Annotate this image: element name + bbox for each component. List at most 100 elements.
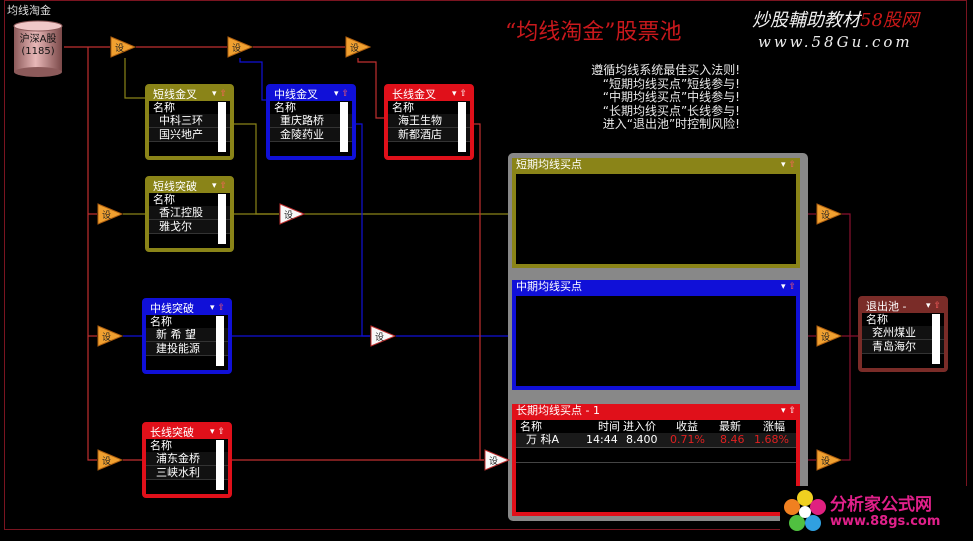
cell-latest: 8.46 <box>720 433 745 446</box>
short-cross-title: 短线金叉 <box>153 88 197 101</box>
short-break-panel[interactable]: 短线突破 ▾ ⇧ 名称 香江控股 雅戈尔 <box>145 176 234 252</box>
cell-entry: 8.400 <box>626 433 658 446</box>
set-node-exit-mid[interactable]: 设 <box>816 325 843 347</box>
set-node-mid-cross[interactable]: 设 <box>227 36 254 58</box>
filter-icon[interactable]: ▾ <box>452 89 457 99</box>
source-db-count: (1185) <box>21 46 55 57</box>
long-term-buy-pool[interactable]: 长期均线买点 - 1▾ ⇧ 名称 时间 进入价 收益 最新 涨幅 万 科A 14… <box>512 404 800 516</box>
short-cross-panel[interactable]: 短线金叉▾ ⇧ 名称 中科三环 国兴地产 <box>145 84 234 160</box>
watermark-logo: 分析家公式网 www.88gs.com <box>780 486 970 538</box>
mid-cross-title: 中线金叉 <box>274 88 318 101</box>
exit-pool-panel[interactable]: 退出池 -▾ ⇧ 名称 兖州煤业 青岛海尔 <box>858 296 948 372</box>
mid-cross-panel[interactable]: 中线金叉 ▾ ⇧ 名称 重庆路桥 金陵药业 <box>266 84 356 160</box>
up-arrow-icon[interactable]: ⇧ <box>459 89 467 99</box>
set-node-mid-break[interactable]: 设 <box>97 325 124 347</box>
list-item[interactable]: 香江控股 <box>149 206 230 220</box>
col-name[interactable]: 名称 <box>520 420 542 433</box>
column-header-name: 名称 <box>862 313 944 326</box>
list-item[interactable]: 青岛海尔 <box>862 340 944 354</box>
up-arrow-icon[interactable]: ⇧ <box>341 89 349 99</box>
list-item[interactable]: 中科三环 <box>149 114 230 128</box>
filter-icon[interactable]: ▾ <box>334 89 339 99</box>
col-time[interactable]: 时间 <box>598 420 620 433</box>
source-db-name: 沪深A股 <box>19 34 57 45</box>
long-pool-table[interactable]: 名称 时间 进入价 收益 最新 涨幅 万 科A 14:44 8.400 0.71… <box>516 420 796 512</box>
column-header-name: 名称 <box>270 101 352 114</box>
up-arrow-icon[interactable]: ⇧ <box>219 89 227 99</box>
up-arrow-icon[interactable]: ⇧ <box>217 427 225 437</box>
strategy-rules: 遵循均线系统最佳买入法则! “短期均线买点”短线参与! “中期均线买点”中线参与… <box>556 63 740 132</box>
scrollbar[interactable] <box>218 102 226 152</box>
logo-url: www.88gs.com <box>830 514 941 529</box>
long-break-panel[interactable]: 长线突破▾ ⇧ 名称 浦东金桥 三峡水利 <box>142 422 232 498</box>
filter-icon[interactable]: ▾ <box>781 406 786 416</box>
short-term-buy-pool[interactable]: 短期均线买点▾ ⇧ <box>512 158 800 268</box>
mid-pool-title: 中期均线买点 <box>516 280 582 293</box>
set-node-long-cross[interactable]: 设 <box>345 36 372 58</box>
scrollbar[interactable] <box>216 440 224 490</box>
up-arrow-icon[interactable]: ⇧ <box>788 282 796 292</box>
list-item[interactable]: 国兴地产 <box>149 128 230 142</box>
table-row[interactable]: 万 科A 14:44 8.400 0.71% 8.46 1.68% <box>516 433 796 448</box>
window-frame <box>4 0 967 530</box>
filter-icon[interactable]: ▾ <box>781 160 786 170</box>
column-header-name: 名称 <box>149 193 230 206</box>
list-item[interactable]: 新 希 望 <box>146 328 228 342</box>
col-latest[interactable]: 最新 <box>719 420 741 433</box>
window-title: 均线淘金 <box>7 4 51 17</box>
short-pool-list[interactable] <box>516 174 796 264</box>
filter-icon[interactable]: ▾ <box>212 89 217 99</box>
col-gain[interactable]: 收益 <box>676 420 698 433</box>
list-item[interactable]: 重庆路桥 <box>270 114 352 128</box>
list-item[interactable]: 海王生物 <box>388 114 470 128</box>
set-node-short-pool[interactable]: 设 <box>279 203 306 225</box>
set-node-exit-long[interactable]: 设 <box>816 449 843 471</box>
list-item[interactable]: 建投能源 <box>146 342 228 356</box>
cell-change: 1.68% <box>754 433 789 446</box>
filter-icon[interactable]: ▾ <box>212 181 217 191</box>
watermark-url: www.58Gu.com <box>758 33 913 51</box>
set-node-long-pool[interactable]: 设 <box>484 449 511 471</box>
short-break-title: 短线突破 <box>153 180 197 193</box>
mid-term-buy-pool[interactable]: 中期均线买点 ▾ ⇧ <box>512 280 800 390</box>
filter-icon[interactable]: ▾ <box>781 282 786 292</box>
table-row-empty <box>516 448 796 463</box>
up-arrow-icon[interactable]: ⇧ <box>788 160 796 170</box>
rule-line: “长期均线买点”长线参与! <box>602 103 740 118</box>
long-cross-panel[interactable]: 长线金叉▾ ⇧ 名称 海王生物 新都酒店 <box>384 84 474 160</box>
source-database-icon[interactable]: 沪深A股(1185) <box>12 20 64 78</box>
column-header-name: 名称 <box>146 315 228 328</box>
watermark-title: 炒股輔助教材58股网 <box>752 6 919 32</box>
long-cross-title: 长线金叉 <box>392 88 436 101</box>
col-change[interactable]: 涨幅 <box>763 420 785 433</box>
set-node-short-break[interactable]: 设 <box>97 203 124 225</box>
scrollbar[interactable] <box>218 194 226 244</box>
scrollbar[interactable] <box>932 314 940 364</box>
col-entry[interactable]: 进入价 <box>623 420 656 433</box>
scrollbar[interactable] <box>458 102 466 152</box>
set-node-exit-short[interactable]: 设 <box>816 203 843 225</box>
set-node-long-break[interactable]: 设 <box>97 449 124 471</box>
up-arrow-icon[interactable]: ⇧ <box>788 406 796 416</box>
mid-break-panel[interactable]: 中线突破 ▾ ⇧ 名称 新 希 望 建投能源 <box>142 298 232 374</box>
list-item[interactable]: 雅戈尔 <box>149 220 230 234</box>
scrollbar[interactable] <box>216 316 224 366</box>
list-item[interactable]: 新都酒店 <box>388 128 470 142</box>
list-item[interactable]: 三峡水利 <box>146 466 228 480</box>
filter-icon[interactable]: ▾ <box>210 427 215 437</box>
list-item[interactable]: 兖州煤业 <box>862 326 944 340</box>
mid-pool-list[interactable] <box>516 296 796 386</box>
table-header: 名称 时间 进入价 收益 最新 涨幅 <box>516 420 796 433</box>
set-node-mid-pool[interactable]: 设 <box>370 325 397 347</box>
filter-icon[interactable]: ▾ <box>210 303 215 313</box>
up-arrow-icon[interactable]: ⇧ <box>219 181 227 191</box>
filter-icon[interactable]: ▾ <box>926 301 931 311</box>
up-arrow-icon[interactable]: ⇧ <box>933 301 941 311</box>
up-arrow-icon[interactable]: ⇧ <box>217 303 225 313</box>
list-item[interactable]: 金陵药业 <box>270 128 352 142</box>
mid-break-title: 中线突破 <box>150 302 194 315</box>
scrollbar[interactable] <box>340 102 348 152</box>
list-item[interactable]: 浦东金桥 <box>146 452 228 466</box>
set-node-short-cross[interactable]: 设 <box>110 36 137 58</box>
